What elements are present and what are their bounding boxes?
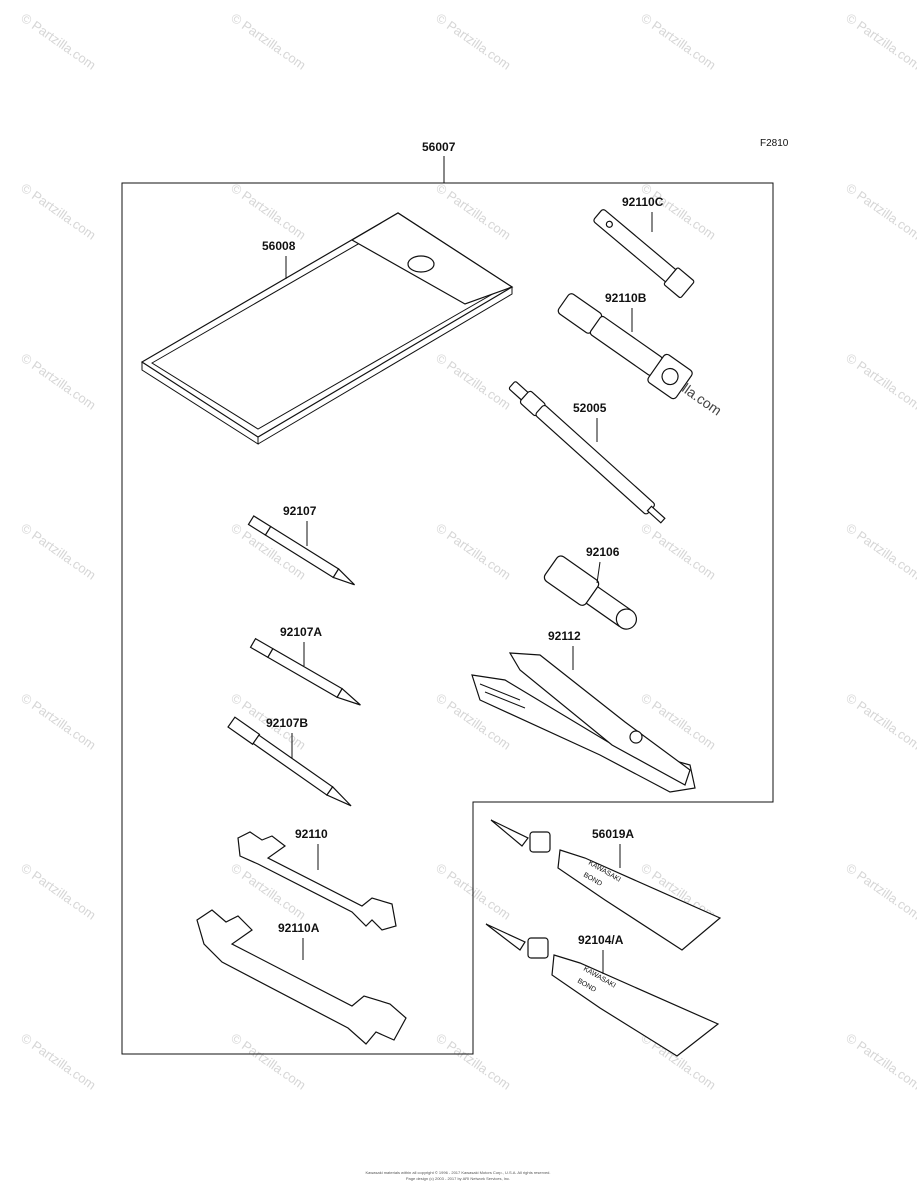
wrench[interactable] <box>237 831 397 931</box>
part-label-92107A[interactable]: 92107A <box>280 625 322 639</box>
watermark: © Partzilla.com <box>18 350 98 413</box>
part-label-56019A[interactable]: 56019A <box>592 827 634 841</box>
leader-line-92106 <box>596 561 601 584</box>
screwdriver-handle[interactable] <box>507 379 669 527</box>
watermark: © Partzilla.com <box>18 10 98 73</box>
watermark: © Partzilla.com <box>638 10 718 73</box>
figure-code: F2810 <box>760 138 789 149</box>
wrench-a[interactable] <box>196 909 407 1045</box>
part-label-52005[interactable]: 52005 <box>573 401 607 415</box>
footer-copyright: Kawasaki materials within all copyright … <box>365 1170 550 1175</box>
part-label-92106[interactable]: 92106 <box>586 545 620 559</box>
watermark: © Partzilla.com <box>18 180 98 243</box>
kit-label[interactable]: 56007 <box>422 140 456 154</box>
watermark: © Partzilla.com <box>638 520 718 583</box>
spark-plug-wrench[interactable] <box>554 288 694 400</box>
part-label-92110[interactable]: 92110 <box>295 827 328 841</box>
watermark: © Partzilla.com <box>843 10 917 73</box>
watermark: © Partzilla.com <box>228 180 308 243</box>
tool-bag[interactable] <box>140 212 514 445</box>
watermark: © Partzilla.com <box>433 180 513 243</box>
watermark-layer: © Partzilla.com © Partzilla.com © Partzi… <box>18 10 917 1093</box>
kit-outline <box>121 182 774 1055</box>
part-label-92110B[interactable]: 92110B <box>605 291 647 305</box>
watermark: © Partzilla.com <box>18 520 98 583</box>
watermark: © Partzilla.com <box>843 1030 917 1093</box>
part-label-92110C[interactable]: 92110C <box>622 195 664 209</box>
watermark: © Partzilla.com <box>18 690 98 753</box>
part-label-92110A[interactable]: 92110A <box>278 921 320 935</box>
part-label-92107B[interactable]: 92107B <box>266 716 308 730</box>
part-label-92107[interactable]: 92107 <box>283 504 317 518</box>
watermark: © Partzilla.com <box>433 520 513 583</box>
watermark: © Partzilla.com <box>18 1030 98 1093</box>
footer-page-design: Page design (c) 2003 - 2017 by ARI Netwo… <box>406 1176 510 1181</box>
watermark: © Partzilla.com <box>843 520 917 583</box>
watermark: © Partzilla.com <box>228 1030 308 1093</box>
screwdriver-bit[interactable] <box>247 515 357 589</box>
watermark: © Partzilla.com <box>843 690 917 753</box>
watermark: © Partzilla.com <box>843 350 917 413</box>
watermark: © Partzilla.com <box>638 180 718 243</box>
watermark: © Partzilla.com <box>843 860 917 923</box>
watermark: © Partzilla.com <box>433 350 513 413</box>
watermark: © Partzilla.com <box>18 860 98 923</box>
socket-adapter[interactable] <box>542 554 643 637</box>
plug-wrench-handle[interactable] <box>591 206 695 299</box>
pliers[interactable] <box>471 652 696 793</box>
part-label-56008[interactable]: 56008 <box>262 239 296 253</box>
screwdriver-bit-b[interactable] <box>227 716 354 811</box>
watermark: © Partzilla.com <box>433 10 513 73</box>
screwdriver-bit-a[interactable] <box>249 637 363 710</box>
bond-tube-lower[interactable]: KAWASAKI BOND <box>485 923 720 1057</box>
watermark: © Partzilla.com <box>228 10 308 73</box>
part-label-92104A[interactable]: 92104/A <box>578 933 624 947</box>
part-label-92112[interactable]: 92112 <box>548 629 581 643</box>
watermark: © Partzilla.com <box>843 180 917 243</box>
